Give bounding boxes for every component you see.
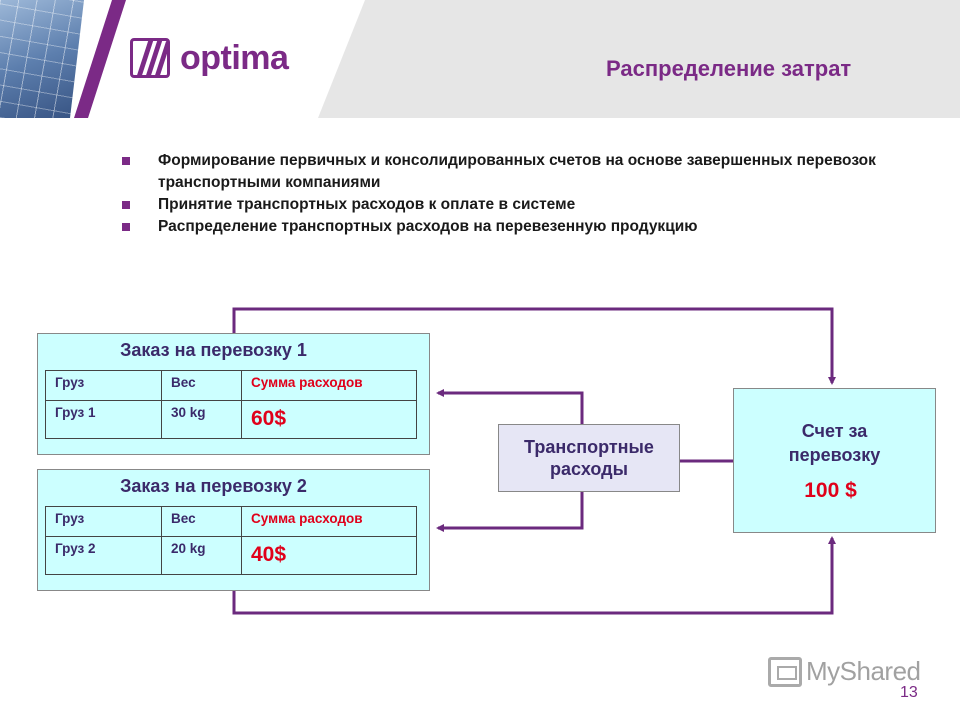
table-header-row: Груз Вес Сумма расходов — [45, 506, 417, 537]
bullet-list: Формирование первичных и консолидированн… — [120, 150, 880, 238]
transport-costs-box: Транспортные расходы — [498, 424, 680, 492]
header-cell-weight: Вес — [161, 506, 242, 537]
solar-panel-image — [0, 0, 84, 118]
bullet-item: Распределение транспортных расходов на п… — [120, 216, 880, 238]
table-row: Груз 1 30 kg 60$ — [45, 400, 417, 439]
cell-cargo: Груз 2 — [45, 536, 162, 575]
bullet-text: Распределение транспортных расходов на п… — [158, 218, 698, 235]
cell-cost: 40$ — [241, 536, 417, 575]
bullet-item: Формирование первичных и консолидированн… — [120, 150, 880, 194]
bullet-square-icon — [122, 157, 130, 165]
cell-weight: 30 kg — [161, 400, 242, 439]
order-title: Заказ на перевозку 1 — [120, 340, 307, 360]
header-cell-cargo: Груз — [45, 370, 162, 401]
cell-cargo: Груз 1 — [45, 400, 162, 439]
cell-cost: 60$ — [241, 400, 417, 439]
optima-logo: optima — [130, 38, 289, 78]
order-table: Груз Вес Сумма расходов Груз 1 30 kg 60$ — [45, 370, 417, 439]
bullet-square-icon — [122, 223, 130, 231]
bullet-item: Принятие транспортных расходов к оплате … — [120, 194, 880, 216]
order-title: Заказ на перевозку 2 — [120, 476, 307, 496]
optima-logo-icon — [130, 38, 170, 78]
invoice-amount: 100 $ — [804, 479, 857, 502]
slide-title: Распределение затрат — [606, 56, 852, 81]
invoice-title-line1: Счет за — [801, 421, 868, 441]
bullet-text: Формирование первичных и консолидированн… — [158, 152, 876, 191]
myshared-watermark: MyShared — [768, 656, 921, 687]
invoice-title-line2: перевозку — [788, 445, 881, 465]
connector-order1-to-invoice — [232, 307, 836, 385]
invoice-title: Счет за перевозку — [734, 419, 935, 467]
connector-transport-to-order1 — [436, 389, 584, 424]
order-box-2: Заказ на перевозку 2 Груз Вес Сумма расх… — [37, 469, 430, 591]
order-box-1: Заказ на перевозку 1 Груз Вес Сумма расх… — [37, 333, 430, 455]
header-cell-cargo: Груз — [45, 506, 162, 537]
header-cell-cost: Сумма расходов — [241, 506, 417, 537]
table-header-row: Груз Вес Сумма расходов — [45, 370, 417, 401]
invoice-box: Счет за перевозку 100 $ — [733, 388, 936, 533]
header-cell-cost: Сумма расходов — [241, 370, 417, 401]
bullet-text: Принятие транспортных расходов к оплате … — [158, 196, 576, 213]
header-cell-weight: Вес — [161, 370, 242, 401]
bullet-square-icon — [122, 201, 130, 209]
myshared-logo-icon — [768, 656, 802, 687]
page-number: 13 — [900, 684, 918, 701]
table-row: Груз 2 20 kg 40$ — [45, 536, 417, 575]
order-table: Груз Вес Сумма расходов Груз 2 20 kg 40$ — [45, 506, 417, 575]
transport-label-line1: Транспортные — [524, 437, 654, 457]
watermark-text: MyShared — [806, 656, 921, 686]
connector-transport-to-order2 — [436, 492, 584, 532]
header-banner: optima Распределение затрат — [0, 0, 960, 118]
connector-order2-to-invoice — [232, 536, 836, 615]
logo-text: optima — [180, 38, 289, 77]
transport-label-line2: расходы — [550, 459, 628, 479]
cell-weight: 20 kg — [161, 536, 242, 575]
